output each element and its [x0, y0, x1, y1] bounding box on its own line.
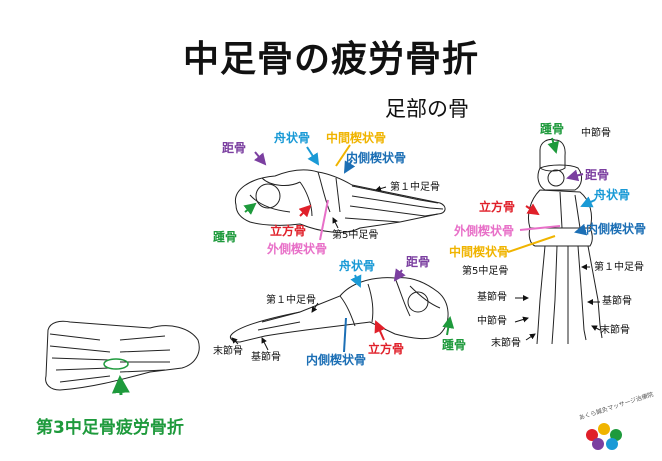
label-lateral-cuneiform-lateral: 外側楔状骨 [267, 242, 328, 256]
lateral-view-arrows [243, 144, 387, 241]
lateral-foot-drawing [235, 169, 446, 233]
label-lateral-cuneiform-top: 外側楔状骨 [454, 224, 515, 238]
label-talus-medial: 距骨 [406, 255, 431, 269]
medial-view-arrows [231, 268, 455, 353]
label-distal-phalanx-top-left: 末節骨 [491, 338, 521, 349]
label-talus-lateral: 距骨 [222, 141, 247, 155]
label-middle-cuneiform-lateral: 中間楔状骨 [326, 131, 387, 145]
label-fifth-metatarsal-top: 第5中足骨 [462, 266, 509, 277]
label-first-metatarsal-top: 第１中足骨 [594, 262, 644, 273]
label-cuboid-top: 立方骨 [479, 200, 516, 214]
label-middle-cuneiform-top: 中間楔状骨 [449, 245, 510, 259]
label-medial-cuneiform-medial: 内側楔状骨 [306, 353, 367, 367]
label-navicular-medial: 舟状骨 [339, 259, 376, 273]
label-proximal-phalanx-top-right: 基節骨 [602, 296, 632, 307]
top-view-arrows [507, 137, 601, 341]
fracture-caption: 第3中足骨疲労骨折 [36, 418, 184, 438]
label-cuboid-medial: 立方骨 [368, 342, 405, 356]
label-first-metatarsal-lateral: 第１中足骨 [390, 182, 440, 193]
dorsal-foot-drawing [527, 139, 603, 345]
label-medial-cuneiform-top: 内側楔状骨 [586, 222, 647, 236]
fracture-arrow [111, 375, 130, 396]
label-first-metatarsal-medial: 第１中足骨 [266, 295, 316, 306]
label-calcaneus-top: 踵骨 [540, 122, 565, 136]
label-medial-cuneiform-lateral: 内側楔状骨 [346, 151, 407, 165]
medial-foot-drawing [229, 277, 449, 343]
label-proximal-phalanx-top-left: 基節骨 [477, 292, 507, 303]
label-proximal-phalanx-medial: 基節骨 [251, 352, 281, 363]
label-distal-phalanx-top-right: 末節骨 [600, 325, 630, 336]
label-calcaneus-lateral: 踵骨 [213, 230, 238, 244]
label-middle-phalanx-top: 中節骨 [581, 128, 611, 139]
label-distal-phalanx-medial: 末節骨 [213, 346, 243, 357]
label-talus-top: 距骨 [585, 168, 610, 182]
clinic-logo [586, 423, 622, 450]
label-fifth-metatarsal-lateral: 第5中足骨 [332, 230, 379, 241]
label-calcaneus-medial: 踵骨 [442, 338, 467, 352]
page-title: 中足骨の疲労骨折 [182, 39, 479, 80]
page-subtitle: 足部の骨 [385, 97, 469, 121]
small-foot-drawing [45, 320, 200, 391]
label-navicular-top: 舟状骨 [594, 188, 631, 202]
label-navicular-lateral: 舟状骨 [274, 131, 311, 145]
label-middle-phalanx-top-left: 中節骨 [477, 316, 507, 327]
label-cuboid-lateral: 立方骨 [270, 224, 307, 238]
